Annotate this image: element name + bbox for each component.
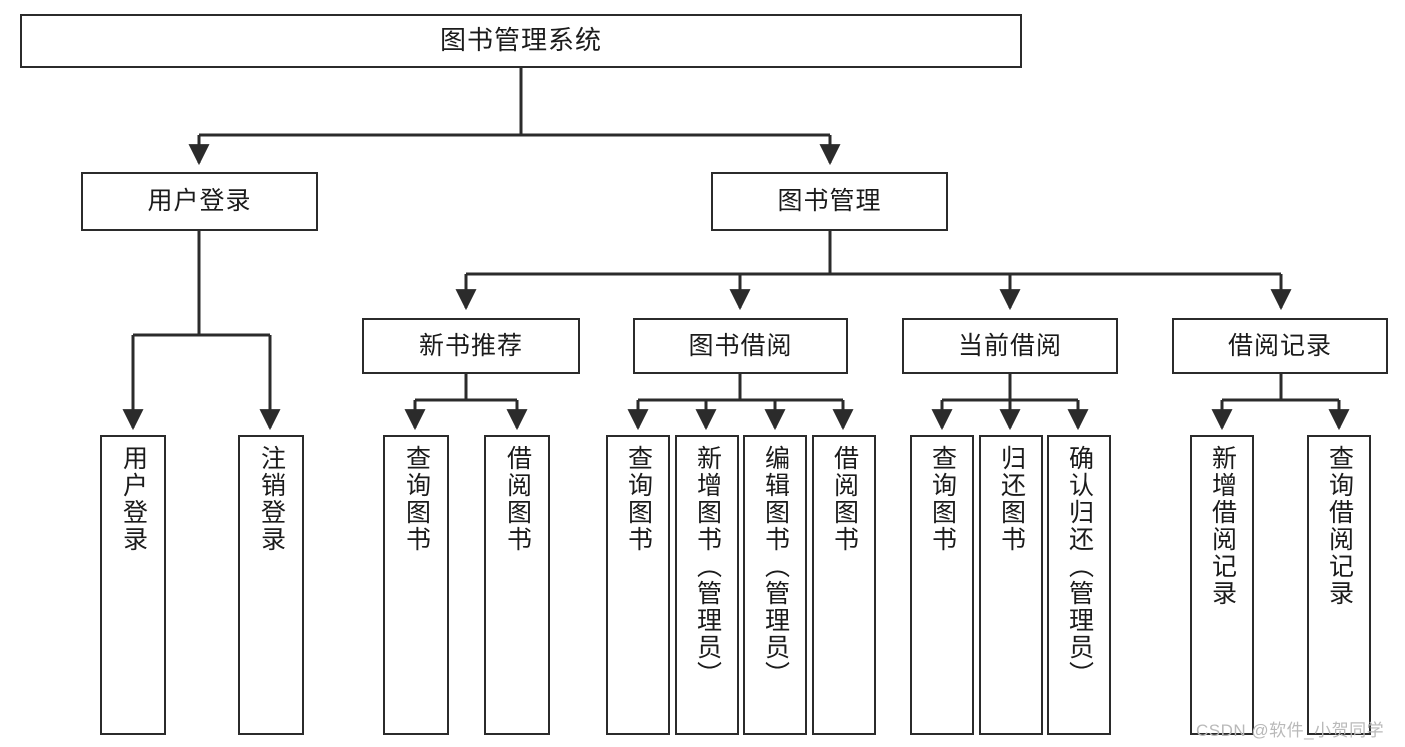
leaf-query-borrow-record[interactable]: 查询借阅记录 [1307, 435, 1371, 735]
node-new-book-recommend[interactable]: 新书推荐 [362, 318, 580, 374]
node-label: 当前借阅 [957, 331, 1062, 360]
node-label: 查询图书 [402, 445, 431, 553]
leaf-confirm-return-admin[interactable]: 确认归还（管理员） [1047, 435, 1111, 735]
leaf-user-login[interactable]: 用户登录 [100, 435, 166, 735]
node-current-borrow[interactable]: 当前借阅 [902, 318, 1118, 374]
leaf-add-book-admin[interactable]: 新增图书（管理员） [675, 435, 739, 735]
leaf-query-book-borrow[interactable]: 查询图书 [606, 435, 670, 735]
node-label: 编辑图书（管理员） [761, 445, 790, 688]
leaf-borrow-book-recommend[interactable]: 借阅图书 [484, 435, 550, 735]
leaf-edit-book-admin[interactable]: 编辑图书（管理员） [743, 435, 807, 735]
node-book-management-system[interactable]: 图书管理系统 [20, 14, 1022, 68]
node-label: 查询图书 [928, 445, 957, 553]
node-label: 借阅图书 [830, 445, 859, 553]
leaf-add-borrow-record[interactable]: 新增借阅记录 [1190, 435, 1254, 735]
csdn-watermark: CSDN @软件_小贺同学 [1196, 721, 1385, 740]
node-label: 图书管理系统 [439, 25, 602, 56]
node-label: 新增图书（管理员） [693, 445, 722, 688]
node-label: 用户登录 [147, 187, 252, 216]
node-label: 新增借阅记录 [1208, 445, 1237, 607]
node-label: 注销登录 [257, 445, 286, 553]
leaf-return-book[interactable]: 归还图书 [979, 435, 1043, 735]
node-user-login[interactable]: 用户登录 [81, 172, 318, 231]
node-label: 图书借阅 [688, 331, 793, 360]
node-label: 借阅记录 [1227, 331, 1332, 360]
node-label: 图书管理 [777, 187, 882, 216]
leaf-borrow-book[interactable]: 借阅图书 [812, 435, 876, 735]
node-label: 用户登录 [119, 445, 148, 553]
node-book-borrow[interactable]: 图书借阅 [633, 318, 848, 374]
leaf-logout[interactable]: 注销登录 [238, 435, 304, 735]
node-book-management[interactable]: 图书管理 [711, 172, 948, 231]
node-label: 归还图书 [997, 445, 1026, 553]
node-label: 查询图书 [624, 445, 653, 553]
node-label: 确认归还（管理员） [1065, 445, 1094, 688]
node-label: 查询借阅记录 [1325, 445, 1354, 607]
node-borrow-record[interactable]: 借阅记录 [1172, 318, 1388, 374]
leaf-query-book-recommend[interactable]: 查询图书 [383, 435, 449, 735]
node-label: 新书推荐 [418, 331, 523, 360]
leaf-query-book-current[interactable]: 查询图书 [910, 435, 974, 735]
node-label: 借阅图书 [503, 445, 532, 553]
